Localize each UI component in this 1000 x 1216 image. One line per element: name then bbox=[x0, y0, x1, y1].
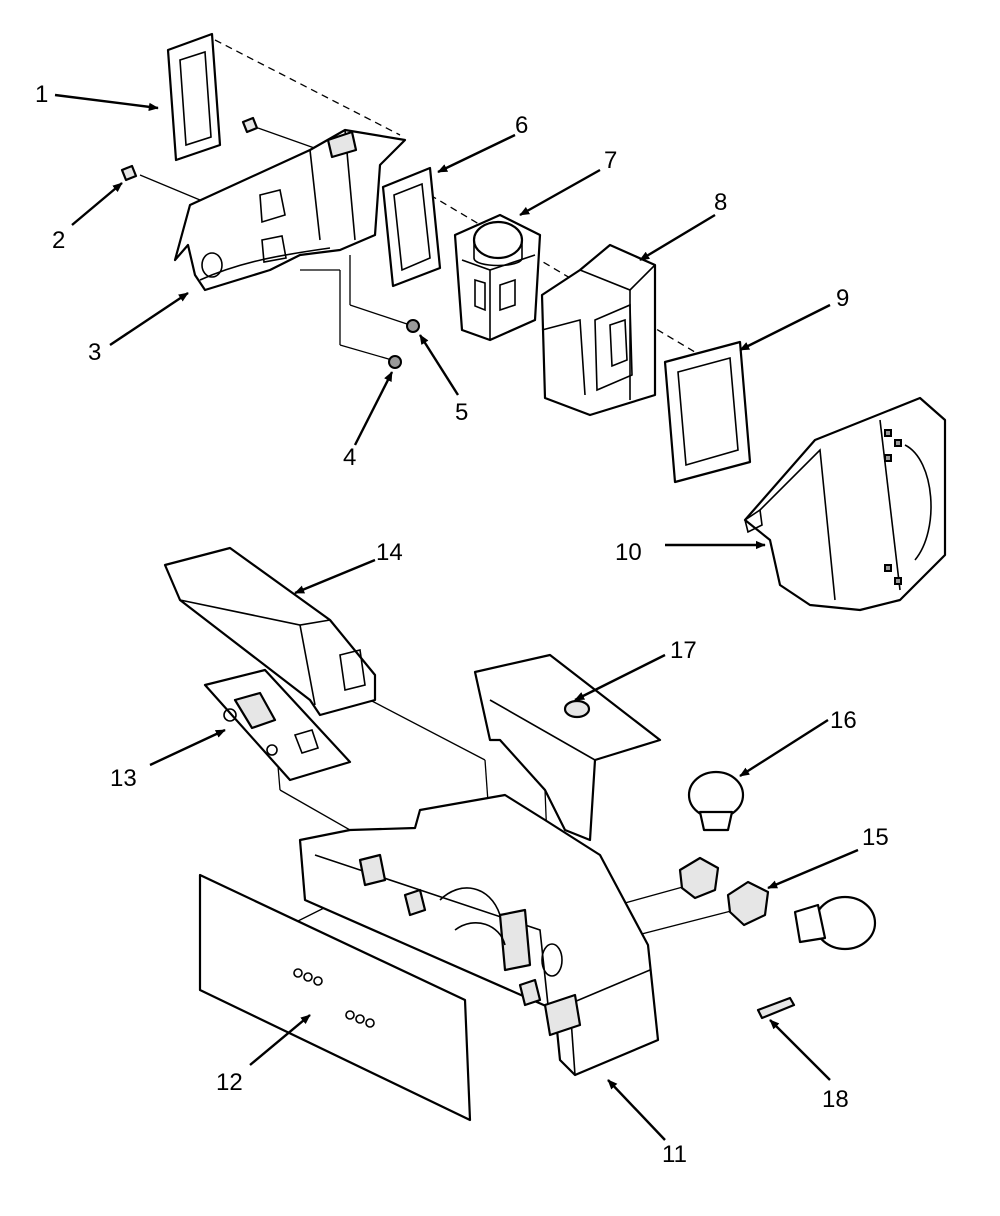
part-10-cover bbox=[743, 396, 947, 612]
callout-8: 8 bbox=[714, 189, 727, 216]
part-10-vents bbox=[884, 429, 902, 585]
callout-9: 9 bbox=[836, 285, 849, 312]
callout-11: 11 bbox=[662, 1141, 687, 1168]
callout-arrows bbox=[54, 93, 859, 1141]
callout-18: 18 bbox=[822, 1086, 849, 1113]
callout-3: 3 bbox=[88, 339, 101, 366]
part-7-actuator bbox=[453, 213, 542, 342]
part-9-frame bbox=[663, 340, 752, 484]
part-6-frame bbox=[381, 166, 442, 288]
callout-10: 10 bbox=[615, 539, 642, 566]
part-14-cover bbox=[163, 546, 377, 717]
part-16-bulbs bbox=[687, 770, 877, 951]
part-12-button-holes bbox=[293, 968, 375, 1028]
part-13-board bbox=[203, 668, 352, 782]
callout-13: 13 bbox=[110, 765, 137, 792]
part-15-sockets bbox=[678, 856, 770, 927]
part-11-housing bbox=[298, 793, 660, 1077]
part-17-cover bbox=[473, 653, 662, 842]
part-3-housing bbox=[173, 128, 407, 292]
callout-6: 6 bbox=[515, 112, 528, 139]
part-1-bezel bbox=[166, 32, 222, 162]
part-8-housing bbox=[540, 243, 657, 417]
callout-5: 5 bbox=[455, 399, 468, 426]
callout-2: 2 bbox=[52, 227, 65, 254]
callout-labels: 1 2 3 4 5 6 7 8 9 10 11 12 13 14 15 16 1… bbox=[35, 81, 889, 1168]
part-12-overlay bbox=[198, 873, 472, 1122]
part-18-screw bbox=[756, 996, 796, 1020]
callout-16: 16 bbox=[830, 707, 857, 734]
callout-14: 14 bbox=[376, 539, 403, 566]
part-4-screw bbox=[388, 355, 402, 369]
callout-15: 15 bbox=[862, 824, 889, 851]
callout-4: 4 bbox=[343, 444, 356, 471]
part-5-screw bbox=[406, 319, 420, 333]
callout-7: 7 bbox=[604, 147, 617, 174]
callout-17: 17 bbox=[670, 637, 697, 664]
part-2-clips bbox=[120, 116, 259, 182]
callout-1: 1 bbox=[35, 81, 48, 108]
callout-12: 12 bbox=[216, 1069, 243, 1096]
